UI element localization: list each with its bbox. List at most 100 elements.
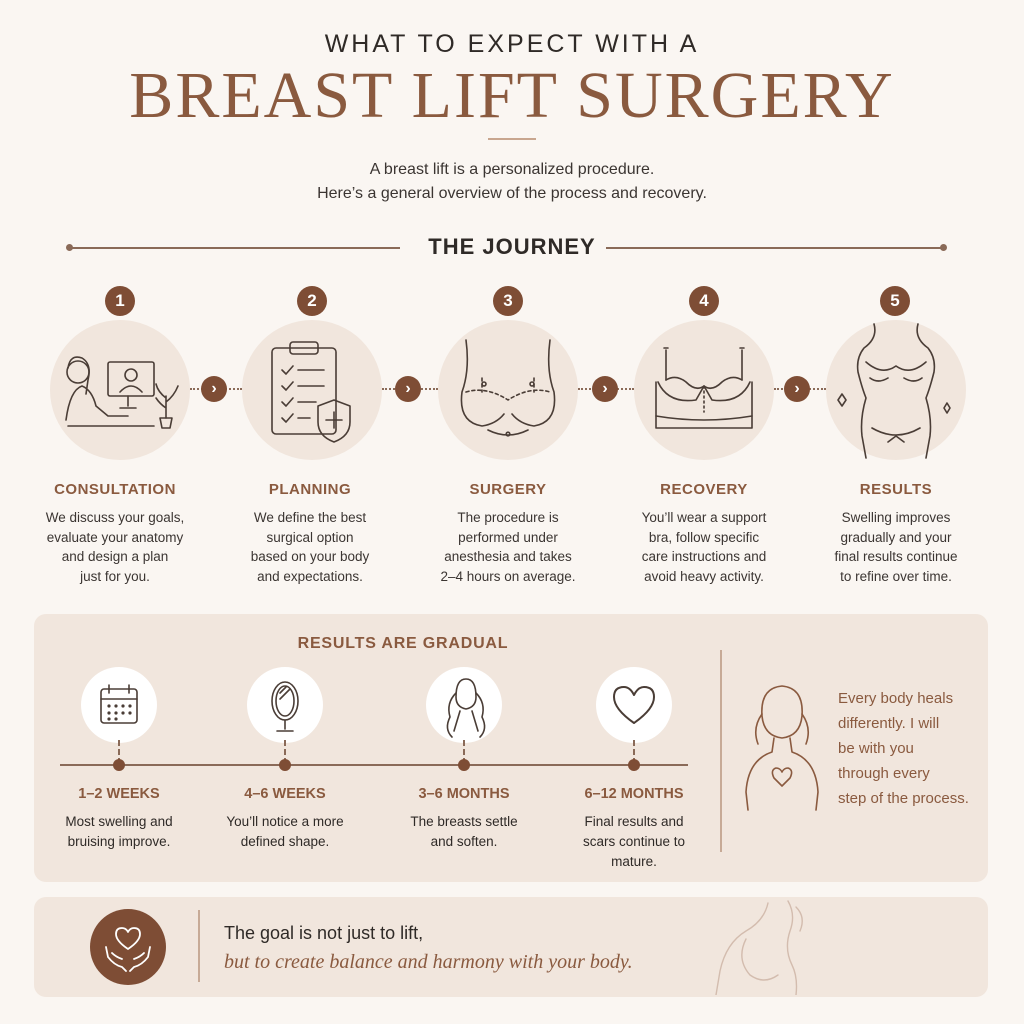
results-timeline xyxy=(60,764,688,766)
footer-badge xyxy=(90,909,166,985)
desc-line: defined shape. xyxy=(240,834,330,849)
mirror-icon xyxy=(271,681,299,732)
consultation-video-call-icon xyxy=(65,356,179,429)
timeline-dot-3 xyxy=(458,759,470,771)
step-number-5: 5 xyxy=(880,286,910,316)
timeline-connector-3 xyxy=(463,740,465,764)
milestone-label-1: 1–2 WEEKS xyxy=(78,786,160,802)
journey-title: THE JOURNEY xyxy=(428,234,596,259)
step-illustration-4 xyxy=(634,320,774,460)
step-number-1: 1 xyxy=(105,286,135,316)
journey-line-endpoint-left xyxy=(66,244,73,251)
heart-icon xyxy=(613,686,655,724)
milestone-desc-1: Most swelling and bruising improve. xyxy=(34,812,204,852)
step-number-3: 3 xyxy=(493,286,523,316)
desc-line: You’ll wear a support xyxy=(641,510,767,525)
timeline-dot-2 xyxy=(279,759,291,771)
intro-line-1: A breast lift is a personalized procedur… xyxy=(369,161,655,178)
desc-line: gradually and your xyxy=(840,529,952,545)
desc-line: Swelling improves xyxy=(841,510,951,525)
milestone-label-4: 6–12 MONTHS xyxy=(584,786,684,802)
title-underline xyxy=(488,138,536,140)
milestone-icon-3 xyxy=(426,667,502,743)
quote-line: differently. I will xyxy=(838,715,940,732)
step-desc-surgery: The procedure is performed under anesthe… xyxy=(410,508,606,586)
step-desc-planning: We define the best surgical option based… xyxy=(212,508,408,586)
desc-line: final results continue xyxy=(834,549,958,564)
step-title-recovery: RECOVERY xyxy=(660,481,748,498)
step-title-consultation: CONSULTATION xyxy=(54,481,176,498)
step-number-4: 4 xyxy=(689,286,719,316)
milestone-desc-2: You’ll notice a more defined shape. xyxy=(200,812,370,852)
quote-line: Every body heals xyxy=(838,690,954,707)
desc-line: surgical option xyxy=(266,529,354,545)
step-desc-consultation: We discuss your goals, evaluate your ana… xyxy=(17,508,213,586)
support-bra-icon xyxy=(655,347,753,429)
milestone-label-3: 3–6 MONTHS xyxy=(418,786,510,802)
arrow-right-icon: › xyxy=(592,376,618,402)
milestone-label-2: 4–6 WEEKS xyxy=(244,786,326,802)
step-illustration-3 xyxy=(438,320,578,460)
desc-line: 2–4 hours on average. xyxy=(440,568,576,584)
panel-quote: Every body heals differently. I will be … xyxy=(838,686,988,811)
woman-heart-icon xyxy=(745,685,819,811)
footer-statement-italic: but to create balance and harmony with y… xyxy=(224,951,633,973)
desc-line: bra, follow specific xyxy=(648,529,760,545)
milestone-desc-3: The breasts settle and soften. xyxy=(379,812,549,852)
body-sketch-icon xyxy=(715,900,803,995)
desc-line: and soften. xyxy=(430,834,498,849)
quote-line: step of the process. xyxy=(838,790,969,807)
journey-line-endpoint-right xyxy=(940,244,947,251)
hands-heart-icon xyxy=(105,927,151,972)
desc-line: Most swelling and xyxy=(65,814,173,829)
desc-line: and design a plan xyxy=(61,549,169,564)
body-silhouette-sparkle-icon xyxy=(837,323,951,459)
step-title-results: RESULTS xyxy=(859,481,933,498)
intro-line-2: Here’s a general overview of the process… xyxy=(317,185,707,202)
woman-silhouette-icon xyxy=(446,678,486,738)
step-illustration-2 xyxy=(242,320,382,460)
arrow-right-icon: › xyxy=(784,376,810,402)
desc-line: scars continue to xyxy=(582,834,686,849)
arrow-right-icon: › xyxy=(395,376,421,402)
journey-rule-right xyxy=(606,247,942,249)
step-title-surgery: SURGERY xyxy=(469,481,547,498)
step-title-planning: PLANNING xyxy=(268,481,352,498)
page-title: BREAST LIFT SURGERY xyxy=(129,59,895,132)
desc-line: and expectations. xyxy=(257,568,363,584)
step-illustration-1 xyxy=(50,320,190,460)
timeline-dot-1 xyxy=(113,759,125,771)
desc-line: to refine over time. xyxy=(840,568,952,584)
quote-line: be with you xyxy=(838,740,914,757)
milestone-icon-4 xyxy=(596,667,672,743)
torso-incision-lines-icon xyxy=(460,339,556,437)
desc-line: bruising improve. xyxy=(67,834,171,849)
timeline-connector-4 xyxy=(633,740,635,764)
desc-line: The procedure is xyxy=(457,510,559,525)
intro-text: A breast lift is a personalized procedur… xyxy=(0,158,1024,206)
eyebrow-text: WHAT TO EXPECT WITH A xyxy=(324,30,700,58)
desc-line: based on your body xyxy=(250,549,370,564)
desc-line: evaluate your anatomy xyxy=(46,529,184,545)
results-divider xyxy=(720,650,722,852)
timeline-connector-2 xyxy=(284,740,286,764)
desc-line: avoid heavy activity. xyxy=(644,568,764,584)
desc-line: You’ll notice a more xyxy=(226,814,344,829)
desc-line: anesthesia and takes xyxy=(444,549,572,564)
results-title: RESULTS ARE GRADUAL xyxy=(297,635,509,652)
milestone-desc-4: Final results and scars continue to matu… xyxy=(549,812,719,872)
footer-divider xyxy=(198,910,200,982)
quote-line: through every xyxy=(838,765,930,782)
step-desc-results: Swelling improves gradually and your fin… xyxy=(798,508,994,586)
journey-rule-left xyxy=(70,247,400,249)
desc-line: care instructions and xyxy=(641,549,767,564)
milestone-icon-1 xyxy=(81,667,157,743)
arrow-right-icon: › xyxy=(201,376,227,402)
desc-line: Final results and xyxy=(584,814,684,829)
desc-line: We discuss your goals, xyxy=(45,510,185,525)
step-desc-recovery: You’ll wear a support bra, follow specif… xyxy=(606,508,802,586)
desc-line: just for you. xyxy=(80,568,150,584)
milestone-icon-2 xyxy=(247,667,323,743)
footer-statement: The goal is not just to lift, xyxy=(224,923,424,943)
step-number-2: 2 xyxy=(297,286,327,316)
